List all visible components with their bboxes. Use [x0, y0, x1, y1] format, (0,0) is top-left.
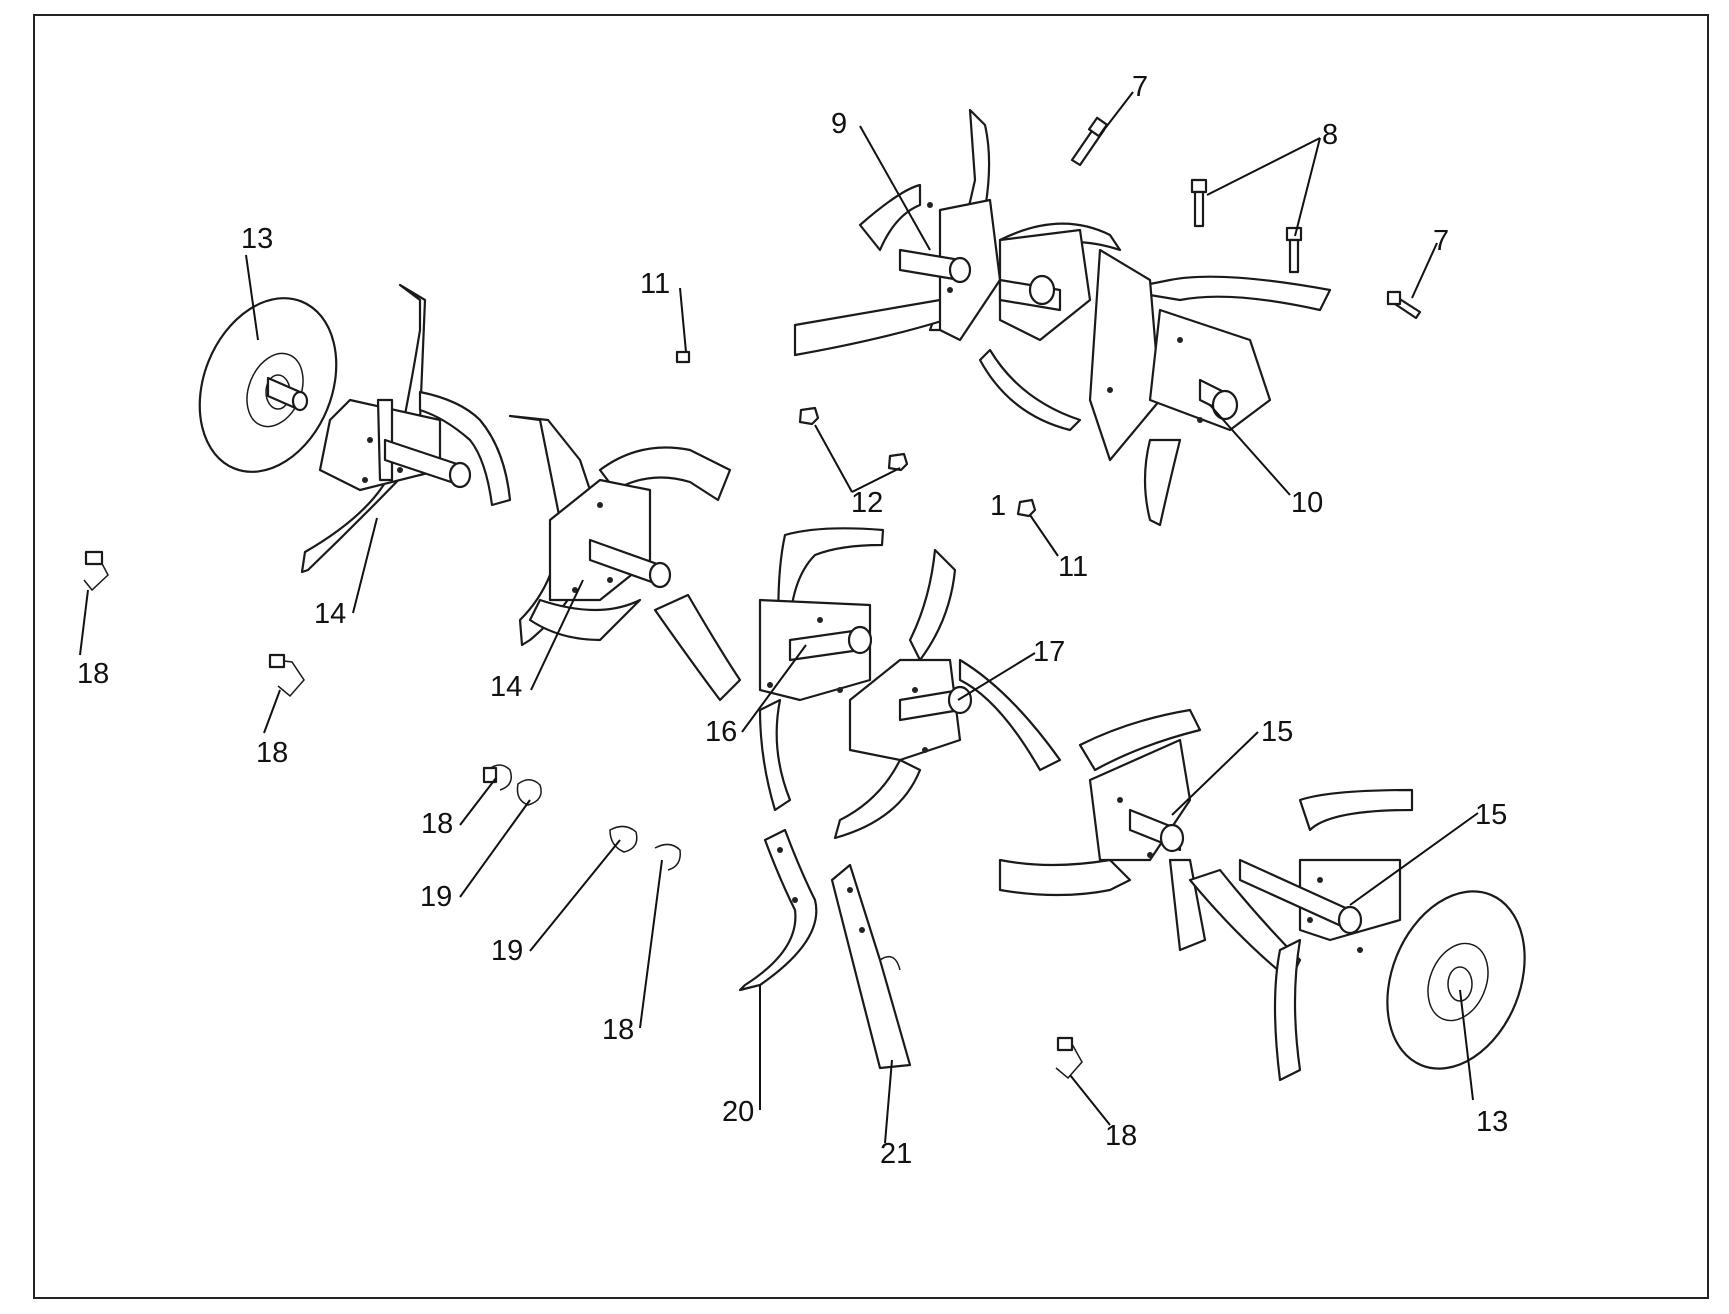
spring-clip-19b	[609, 825, 638, 853]
callout-17: 17	[1033, 636, 1065, 668]
callout-18: 18	[602, 1014, 634, 1046]
callout-14: 14	[314, 598, 346, 630]
tine-assembly-16	[653, 527, 885, 812]
callout-18: 18	[256, 737, 288, 769]
lynch-pin-18c	[482, 764, 512, 791]
nut-11-upper	[675, 350, 691, 364]
callout-labels: 7 8 9 7 13 11 12 10 11 14 14 18 18 17 16…	[77, 71, 1508, 1170]
lynch-pin-18e	[1055, 1036, 1083, 1080]
callout-12: 12	[851, 487, 883, 519]
callout-10: 10	[1291, 487, 1323, 519]
callout-20: 20	[722, 1096, 754, 1128]
tine-assembly-14a	[300, 283, 512, 574]
lynch-pin-18d	[654, 843, 681, 871]
bolt-7-right	[1386, 290, 1422, 320]
tine-assembly-15b	[1188, 788, 1414, 1082]
tine-assembly-17	[833, 548, 1062, 840]
callout-18: 18	[1105, 1120, 1137, 1152]
callout-11: 11	[1058, 551, 1088, 583]
callout-8: 8	[1322, 119, 1338, 151]
callout-21: 21	[880, 1138, 912, 1170]
callout-18: 18	[421, 808, 453, 840]
nut-11-lower	[1016, 498, 1037, 518]
callout-16: 16	[705, 716, 737, 748]
spring-clip-19a	[516, 779, 542, 806]
lynch-pin-18b	[268, 653, 305, 698]
tine-assembly-10	[978, 222, 1332, 527]
callout-9: 9	[831, 108, 847, 140]
tine-assembly-15a	[998, 708, 1207, 952]
callout-19: 19	[420, 881, 452, 913]
nut-12-b	[887, 452, 909, 472]
bolt-7-upper	[1070, 116, 1109, 167]
bolt-8-right	[1285, 226, 1303, 274]
callout-19: 19	[491, 935, 523, 967]
side-disc-left	[198, 297, 338, 473]
drawing-frame	[33, 14, 1709, 1299]
callout-13: 13	[1476, 1106, 1508, 1138]
callout-13: 13	[241, 223, 273, 255]
callout-14: 14	[490, 671, 522, 703]
tine-assembly-9	[793, 108, 1002, 357]
side-disc-right	[1386, 890, 1526, 1070]
callout-15: 15	[1261, 716, 1293, 748]
blade-21	[830, 863, 912, 1070]
leader-lines	[79, 91, 1479, 1144]
callout-7: 7	[1433, 225, 1449, 257]
callout-11: 11	[640, 268, 670, 300]
callout-18: 18	[77, 658, 109, 690]
callout-15: 15	[1475, 799, 1507, 831]
blade-20	[738, 828, 818, 992]
bolt-8-left	[1190, 178, 1208, 228]
tine-assembly-14b	[508, 414, 732, 647]
lynch-pin-18a	[83, 550, 109, 592]
nut-12-a	[798, 406, 820, 426]
callout-7: 7	[1132, 71, 1148, 103]
stray-mark-1: 1	[990, 490, 1006, 522]
